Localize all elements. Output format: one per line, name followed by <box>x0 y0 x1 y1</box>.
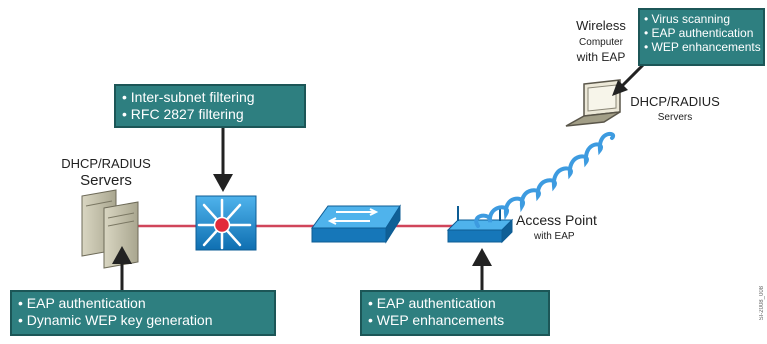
callout-line: • EAP authentication <box>18 295 146 311</box>
wireless-signal-wave <box>474 131 616 228</box>
figure-code: SI-2008_008 <box>759 286 765 321</box>
servers-right-label-line2: Servers <box>657 112 693 123</box>
servers-left-label-line1: DHCP/RADIUS <box>61 156 151 171</box>
access-point-features-callout: • EAP authentication • WEP enhancements <box>360 290 550 336</box>
access-point-label-line1: Access Point <box>516 212 597 228</box>
wireless-computer-label-line3: with EAP <box>576 50 626 64</box>
servers-features-callout: • EAP authentication • Dynamic WEP key g… <box>10 290 276 336</box>
callout-line: • EAP authentication <box>644 26 754 41</box>
access-point-label-line2: with EAP <box>534 231 575 242</box>
wireless-computer-label-line2: Computer <box>579 37 623 48</box>
server-stack-icon <box>81 189 139 269</box>
callout-line: • Inter-subnet filtering <box>122 89 255 105</box>
callout-line: • WEP enhancements <box>644 40 761 55</box>
multilayer-switch-icon <box>195 195 257 251</box>
callout-line: • EAP authentication <box>368 295 496 311</box>
callout-line: • Virus scanning <box>644 12 731 26</box>
laptop-icon <box>565 79 621 127</box>
access-point-icon <box>446 206 514 244</box>
router-features-callout: • Inter-subnet filtering • RFC 2827 filt… <box>114 84 306 128</box>
callout-line: • WEP enhancements <box>368 311 505 328</box>
servers-right-label-line1: DHCP/RADIUS <box>630 94 720 109</box>
callout-line: • Dynamic WEP key generation <box>18 311 213 328</box>
wireless-computer-features-callout: • Virus scanning • EAP authentication • … <box>638 8 765 66</box>
callout-line: • RFC 2827 filtering <box>122 105 244 122</box>
wireless-computer-label-line1: Wireless <box>576 18 626 33</box>
workgroup-switch-icon <box>311 204 401 244</box>
servers-left-label-line2: Servers <box>80 172 132 189</box>
